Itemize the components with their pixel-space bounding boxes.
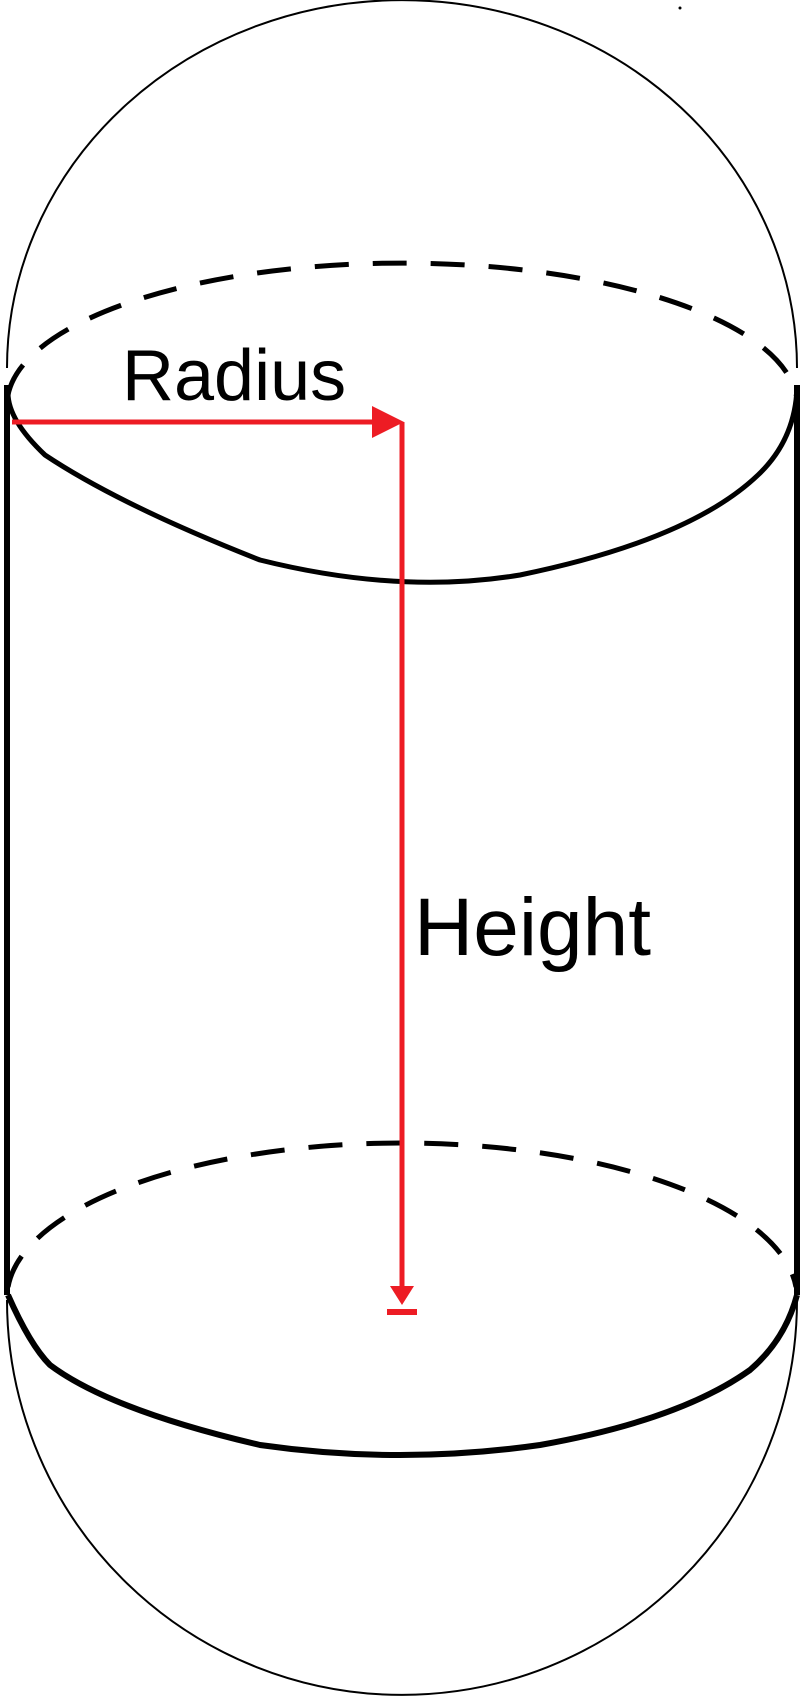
top-hemisphere-outline	[6, 0, 798, 369]
top-ellipse-back-dashed	[5, 260, 799, 396]
height-label: Height	[414, 882, 651, 973]
radius-arrowhead	[372, 406, 404, 438]
radius-label: Radius	[122, 336, 346, 416]
bottom-ellipse-front	[5, 1293, 800, 1458]
height-arrowhead	[390, 1286, 414, 1305]
bottom-hemisphere-outline	[6, 1299, 798, 1696]
stray-dot	[678, 6, 682, 10]
bottom-ellipse-back-dashed	[5, 1140, 799, 1288]
top-ellipse-front	[5, 387, 800, 585]
